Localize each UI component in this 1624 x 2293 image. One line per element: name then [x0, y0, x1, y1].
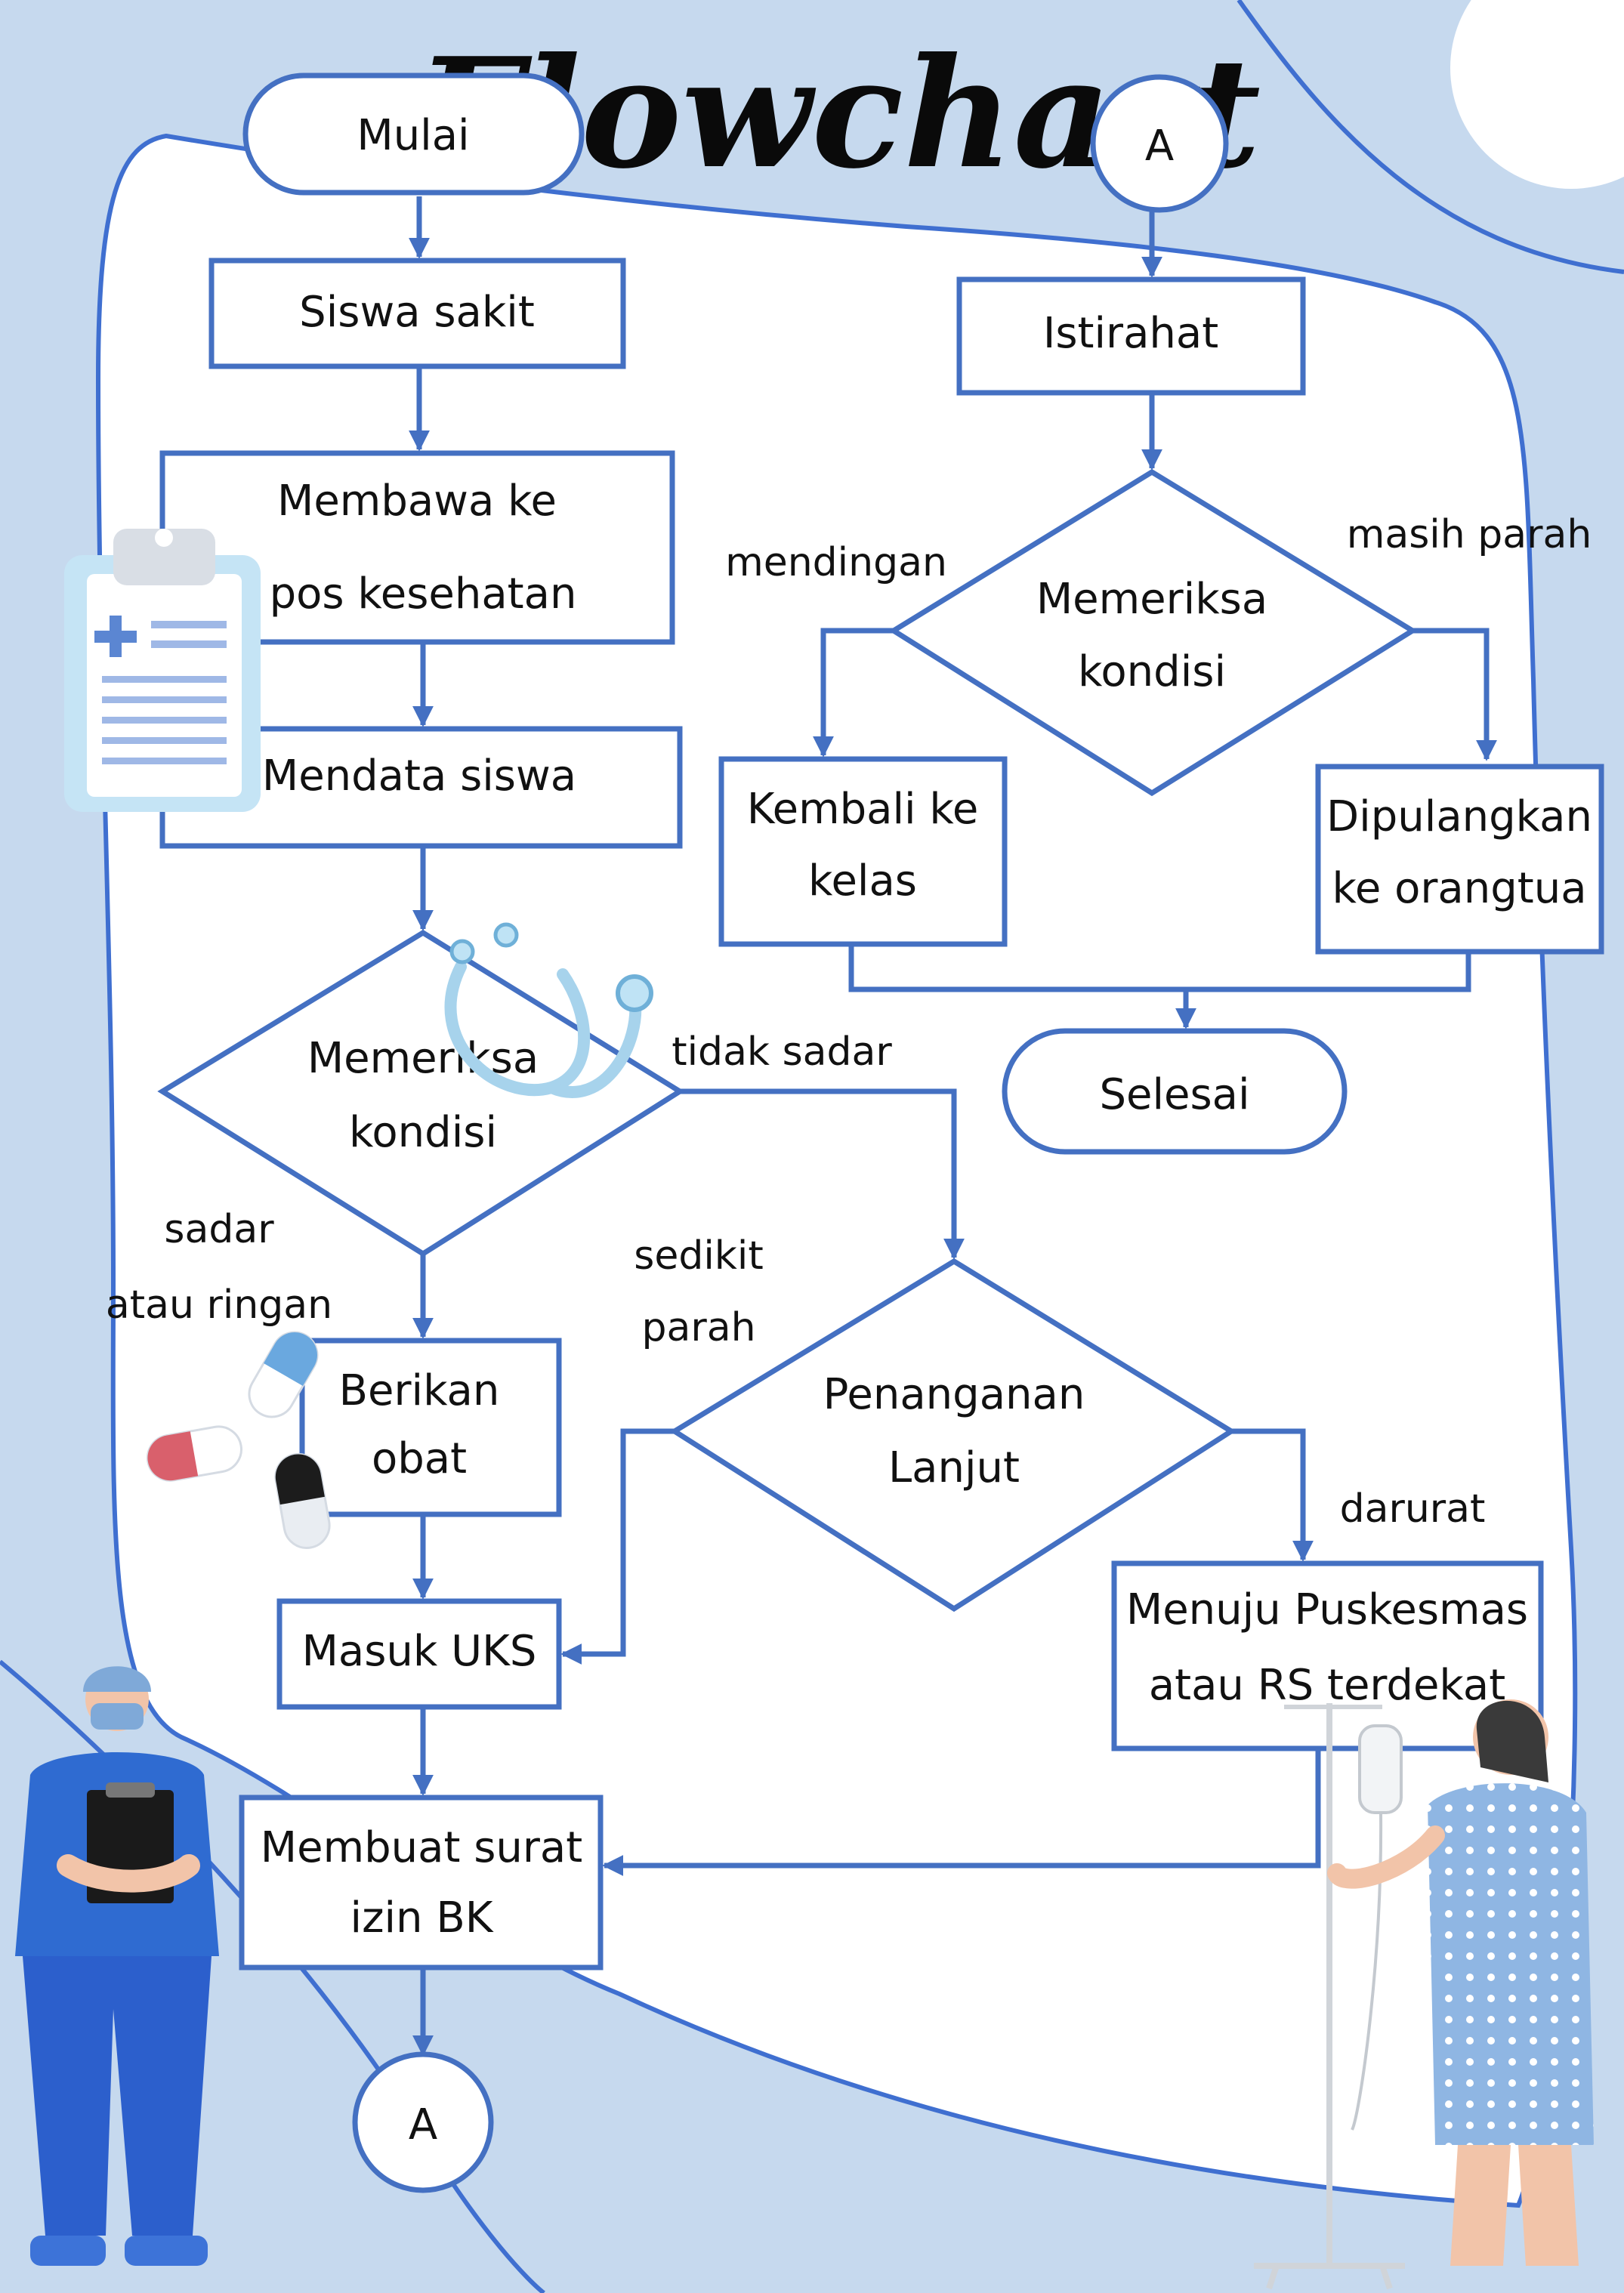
node-kembali-label-2: kelas — [808, 856, 917, 906]
node-kembali-label-1: Kembali ke — [747, 785, 979, 834]
terminal-end-shape — [1002, 1028, 1348, 1155]
node-periksa-1: Memeriksa kondisi — [157, 929, 685, 1258]
node-siswa-sakit-label: Siswa sakit — [299, 288, 535, 337]
node-pulang-label-1: Dipulangkan — [1326, 792, 1592, 841]
connector-bottom-label: A — [409, 2100, 437, 2149]
nurse-illustration — [15, 1666, 219, 2266]
label-sedikit-2: parah — [641, 1305, 755, 1350]
decor-curve-top — [1237, 0, 1624, 274]
node-selesai-label: Selesai — [1099, 1070, 1249, 1119]
pills-icon — [146, 1331, 331, 1549]
node-siswa-sakit: Siswa sakit — [208, 258, 626, 369]
node-lanjut-label-1: Penanganan — [823, 1370, 1085, 1419]
terminal-start-shape — [242, 73, 585, 196]
node-connector-bottom: A — [352, 2051, 494, 2193]
node-rs-label-2: atau RS terdekat — [1149, 1661, 1505, 1710]
node-pulang-label-2: ke orangtua — [1332, 864, 1586, 913]
node-periksa-1-label-2: kondisi — [349, 1108, 497, 1157]
node-kembali: Kembali ke kelas — [718, 756, 1008, 947]
label-darurat: darurat — [1340, 1486, 1486, 1532]
node-lanjut: Penanganan Lanjut — [669, 1258, 1237, 1613]
node-obat-label-2: obat — [372, 1434, 467, 1483]
label-masih-parah: masih parah — [1347, 512, 1592, 557]
process-shape — [276, 1598, 562, 1710]
decision-shape — [157, 929, 685, 1258]
node-izin-label-2: izin BK — [350, 1893, 494, 1943]
process-shape — [239, 1795, 604, 1970]
edge-lanjut-uks — [560, 1428, 675, 1665]
node-membawa-label-1: Membawa ke — [277, 477, 557, 526]
edge-labels: tidak sadar sadar atau ringan sedikit pa… — [106, 512, 1592, 1532]
node-rs-label-1: Menuju Puskesmas — [1126, 1585, 1528, 1634]
process-shape — [299, 1338, 562, 1517]
node-uks-label: Masuk UKS — [302, 1627, 537, 1676]
edges — [409, 196, 1497, 2057]
node-pulang: Dipulangkan ke orangtua — [1315, 764, 1604, 955]
label-tidak-sadar: tidak sadar — [672, 1029, 892, 1075]
node-connector-top: A — [1090, 74, 1229, 213]
clipboard-icon — [64, 529, 261, 812]
label-sadar-2: atau ringan — [106, 1282, 332, 1328]
edge-periksa-lanjut — [680, 1088, 965, 1260]
process-shape — [208, 258, 626, 369]
label-sedikit-1: sedikit — [634, 1233, 764, 1279]
process-shape — [718, 756, 1008, 947]
stethoscope-icon — [444, 922, 653, 1098]
node-istirahat-label: Istirahat — [1043, 309, 1218, 358]
label-sadar-1: sadar — [164, 1207, 274, 1252]
node-mulai-label: Mulai — [357, 111, 469, 160]
edge-lanjut-rs — [1231, 1428, 1314, 1562]
node-selesai: Selesai — [1002, 1028, 1348, 1155]
edge-rs-izin — [602, 1745, 1321, 1876]
node-mendata-label: Mendata siswa — [262, 751, 576, 801]
patient-iv-illustration — [1254, 1699, 1594, 2290]
edge-periksa-pulang — [1413, 628, 1497, 761]
node-periksa-1-label-1: Memeriksa — [307, 1034, 539, 1083]
corner-circle — [1450, 0, 1624, 189]
node-obat-label-1: Berikan — [339, 1366, 500, 1415]
node-izin-label-1: Membuat surat — [261, 1823, 582, 1872]
decision-shape — [669, 1258, 1237, 1613]
node-periksa-2-label-2: kondisi — [1078, 647, 1226, 696]
node-membawa-label-2: pos kesehatan — [270, 569, 577, 619]
node-lanjut-label-2: Lanjut — [888, 1443, 1020, 1492]
process-shape — [1315, 764, 1604, 955]
connector-top-label: A — [1145, 122, 1174, 171]
connector-shape — [352, 2051, 494, 2193]
node-mulai: Mulai — [242, 73, 585, 196]
connector-shape — [1090, 74, 1229, 213]
node-izin-bk: Membuat surat izin BK — [239, 1795, 604, 1970]
edge-periksa-kembali — [813, 628, 894, 758]
process-shape — [956, 276, 1306, 396]
edge-merge-line — [848, 944, 1471, 992]
node-masuk-uks: Masuk UKS — [276, 1598, 562, 1710]
decision-shape — [888, 468, 1418, 797]
label-mendingan: mendingan — [725, 540, 947, 585]
node-berikan-obat: Berikan obat — [299, 1338, 562, 1517]
node-periksa-2-label-1: Memeriksa — [1036, 575, 1267, 624]
node-istirahat: Istirahat — [956, 276, 1306, 396]
node-periksa-2: Memeriksa kondisi — [888, 468, 1418, 797]
